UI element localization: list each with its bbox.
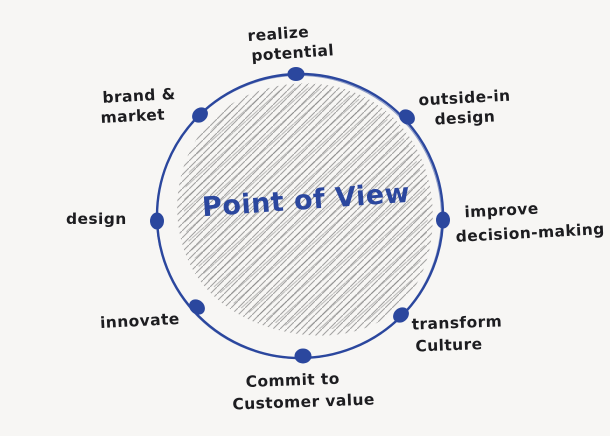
label-line: transform <box>411 312 503 334</box>
label-line: market <box>100 105 166 127</box>
node-label-outside-in-design: outside-in design <box>418 86 512 131</box>
node-label-improve-decision-making: improve decision-making <box>454 193 605 249</box>
label-line: brand & <box>102 85 176 107</box>
label-line: design <box>434 107 496 129</box>
node-label-commit-to-customer-value: Commit to Customer value <box>231 367 375 416</box>
label-line: Culture <box>415 335 483 356</box>
node-dot-top <box>287 67 305 81</box>
hatch-fill-accent <box>183 87 428 330</box>
node-label-realize-potential: realize potential <box>217 20 341 68</box>
node-label-innovate: innovate <box>100 309 181 333</box>
node-dot-bottom-left <box>189 299 205 315</box>
node-dot-right <box>436 211 450 229</box>
node-dot-top-left <box>192 107 208 123</box>
node-dot-top-right <box>399 109 415 125</box>
node-label-transform-culture: transform Culture <box>411 310 503 357</box>
label-line: innovate <box>99 309 181 333</box>
node-label-brand-market: brand & market <box>99 84 177 128</box>
node-dot-bottom <box>294 348 312 364</box>
node-dot-bottom-right <box>393 307 409 323</box>
label-line: design <box>66 210 127 228</box>
node-dot-left <box>150 212 164 230</box>
node-label-design: design <box>66 209 127 229</box>
